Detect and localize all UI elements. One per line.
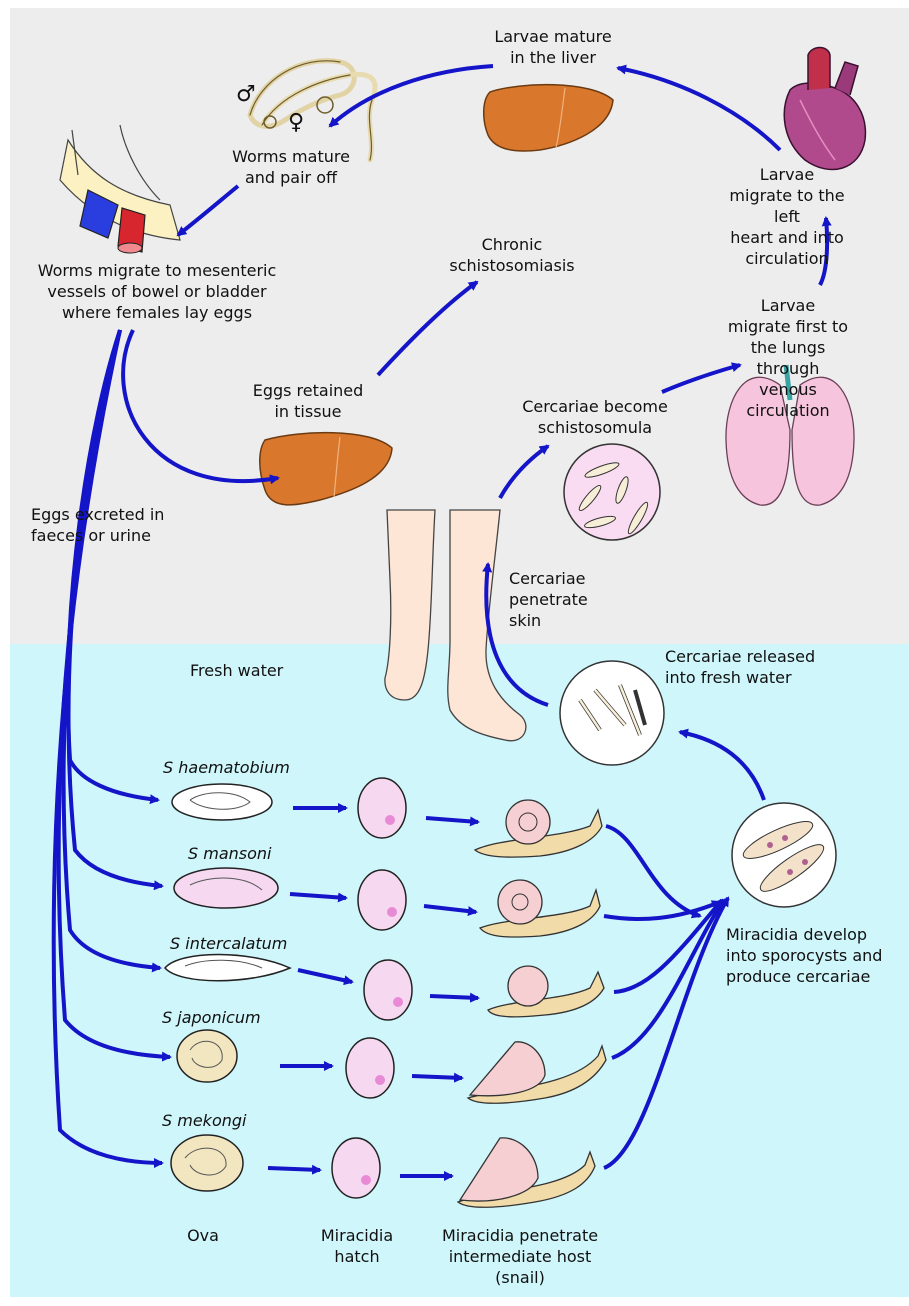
liver-icon [260, 433, 392, 505]
label-worms-mature: Worms mature and pair off [232, 146, 350, 188]
label-miracidia-develop: Miracidia develop into sporocysts and pr… [726, 924, 882, 987]
schistosomula-circle-icon [564, 444, 660, 540]
cercariae-circle-icon [560, 661, 664, 765]
egg-mekongi-icon [171, 1135, 243, 1191]
label-larvae-heart: Larvae migrate to the left heart and int… [726, 164, 848, 269]
heart-icon [784, 48, 865, 170]
miracidium-icon [364, 960, 412, 1020]
label-worms-migrate: Worms migrate to mesenteric vessels of b… [38, 260, 277, 323]
snail-icon [480, 880, 600, 937]
snail-icon [475, 800, 602, 857]
species-label: S japonicum [162, 1007, 261, 1028]
label-eggs-excreted: Eggs excreted in faeces or urine [31, 504, 164, 546]
label-cercariae-become: Cercariae become schistosomula [522, 396, 668, 438]
egg-intercalatum-icon [165, 955, 290, 981]
male-symbol: ♂ [236, 84, 256, 105]
sporocysts-circle-icon [732, 803, 836, 907]
label-larvae-mature-liver: Larvae mature in the liver [494, 26, 611, 68]
label-miracidia-penetrate: Miracidia penetrate intermediate host (s… [442, 1225, 598, 1288]
human-legs-icon [385, 510, 526, 741]
miracidium-icon [358, 870, 406, 930]
label-fresh-water: Fresh water [190, 660, 283, 681]
snail-icon [468, 1042, 606, 1103]
label-miracidia-hatch: Miracidia hatch [321, 1225, 393, 1267]
species-label: S mansoni [188, 843, 271, 864]
egg-mansoni-icon [174, 868, 278, 908]
species-label: S haematobium [163, 757, 290, 778]
miracidium-icon [358, 778, 406, 838]
liver-icon [484, 85, 613, 151]
egg-japonicum-icon [177, 1030, 237, 1082]
label-cercariae-penetrate: Cercariae penetrate skin [509, 568, 588, 631]
mesenteric-vessels-icon [60, 125, 180, 253]
species-label: S mekongi [162, 1110, 246, 1131]
label-larvae-lungs: Larvae migrate first to the lungs throug… [728, 295, 849, 421]
miracidium-icon [346, 1038, 394, 1098]
species-label: S intercalatum [170, 933, 287, 954]
egg-haematobium-icon [172, 784, 272, 820]
snail-icon [458, 1138, 595, 1207]
label-chronic-schistosomiasis: Chronic schistosomiasis [449, 234, 574, 276]
miracidium-icon [332, 1138, 380, 1198]
label-eggs-retained: Eggs retained in tissue [253, 380, 364, 422]
female-symbol: ♀ [288, 112, 304, 133]
snail-icon [488, 966, 604, 1017]
label-ova: Ova [187, 1225, 219, 1246]
label-cercariae-released: Cercariae released into fresh water [665, 646, 815, 688]
